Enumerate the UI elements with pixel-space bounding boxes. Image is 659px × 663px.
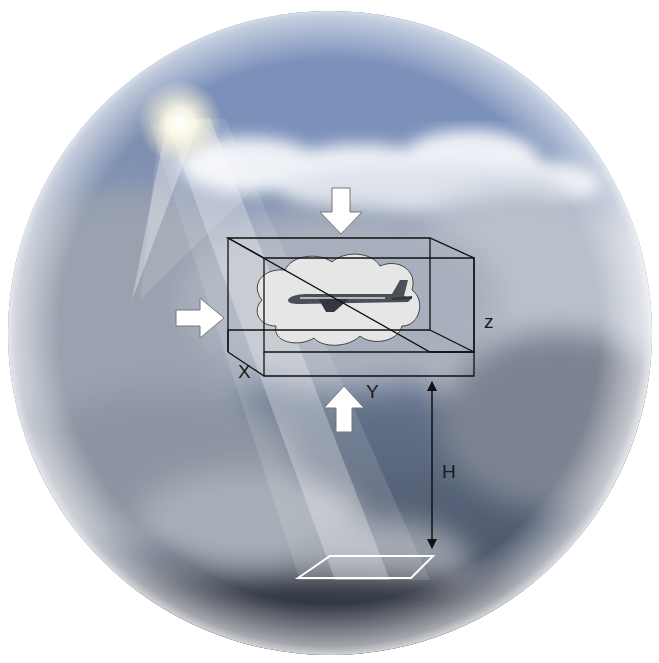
ground-footprint [298, 556, 433, 578]
air-volume-box [228, 238, 474, 376]
flux-arrow [176, 188, 364, 432]
axis-label: z [484, 312, 494, 331]
height-arrow [431, 382, 433, 548]
axis-label: X [238, 362, 251, 381]
axis-label: Y [366, 382, 379, 401]
axis-label: H [442, 462, 456, 481]
